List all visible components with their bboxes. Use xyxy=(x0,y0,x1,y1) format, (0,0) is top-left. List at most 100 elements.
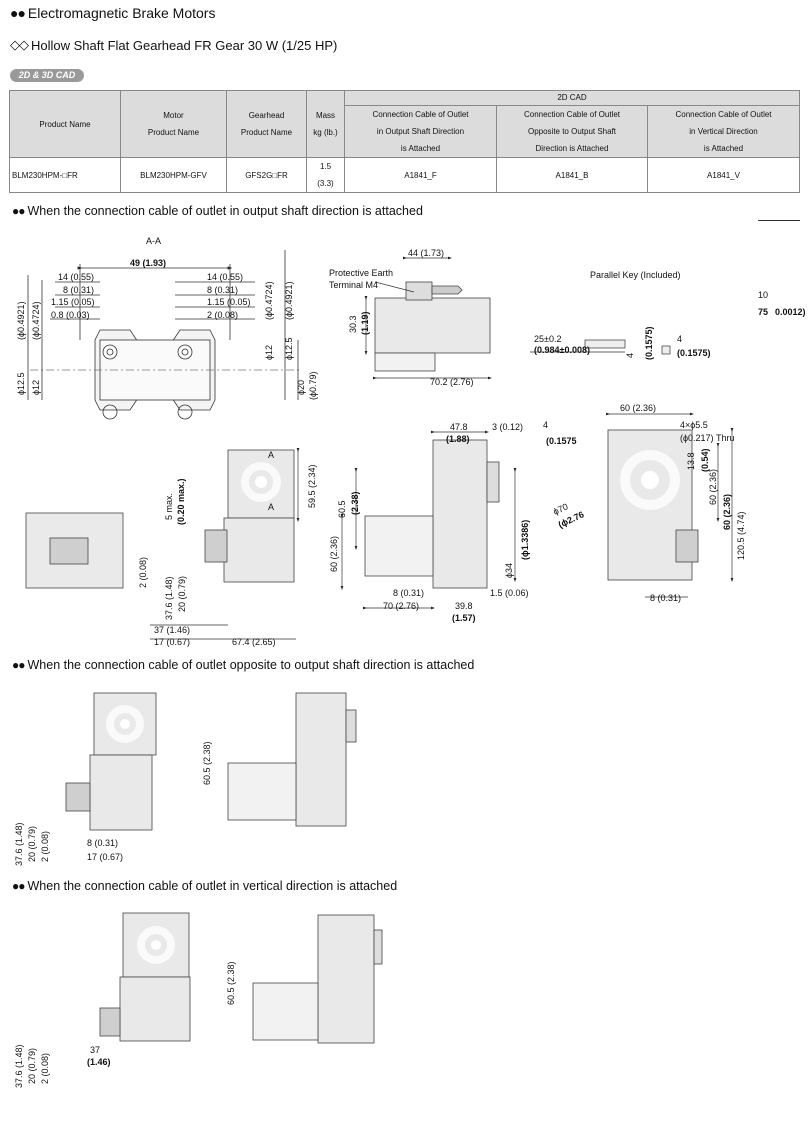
right-front-dims xyxy=(605,412,734,598)
dim-14-left: 14 (0.55) xyxy=(58,272,94,282)
bullet-icon: ●● xyxy=(12,658,25,672)
col-2d-cad: 2D CAD xyxy=(344,90,800,106)
dim-674: 67.4 (2.65) xyxy=(232,637,276,647)
parallel-key-text: Parallel Key (Included) 25±0.2 (0.984±0.… xyxy=(534,270,806,360)
dim-2: 2 (0.08) xyxy=(40,1053,50,1084)
dim-dia125: ϕ12.5 xyxy=(16,372,26,395)
dim-595: 59.5 (2.34) xyxy=(307,464,317,508)
dim-605: 60.5 xyxy=(337,500,347,518)
section-title: When the connection cable of outlet in o… xyxy=(27,204,423,218)
left-view xyxy=(25,512,124,589)
parallel-key-label: Parallel Key (Included) xyxy=(590,270,681,280)
dim-17: 17 (0.67) xyxy=(87,852,123,862)
section-a-top: A xyxy=(268,450,274,460)
dim-5max: 5 max. xyxy=(164,493,174,520)
terminal-label: Terminal M4 xyxy=(329,280,378,290)
dim-17: 17 (0.67) xyxy=(154,637,190,647)
side-view-middle xyxy=(364,439,500,589)
section-title: When the connection cable of outlet oppo… xyxy=(27,658,475,672)
dim-376: 37.6 (1.48) xyxy=(14,822,24,866)
dim-70: 70 (2.76) xyxy=(383,601,419,611)
dim-138: 13.8 xyxy=(686,452,696,470)
protective-earth-label: Protective Earth xyxy=(329,268,393,278)
dim-60h: 60 (2.36) xyxy=(620,403,656,413)
cad-link-opposite[interactable]: A1841_B xyxy=(496,157,648,193)
bullet-icon: ●● xyxy=(12,879,25,893)
dim-20v: 20 (0.79) xyxy=(177,576,187,612)
section-heading-vertical: ●● When the connection cable of outlet i… xyxy=(12,879,397,893)
dim-dia125-r: ϕ12.5 xyxy=(284,337,294,360)
cad-link-output[interactable]: A1841_F xyxy=(344,157,497,193)
dim-376: 37.6 (1.48) xyxy=(14,1044,24,1088)
label: A-A xyxy=(146,236,161,246)
dim-8: 8 (0.31) xyxy=(87,838,118,848)
parallel-key-view xyxy=(530,339,671,355)
divider xyxy=(758,220,800,221)
dim-605: 60.5 (2.38) xyxy=(226,961,236,1005)
dim-054: (0.54) xyxy=(700,448,710,472)
opposite-dims: 60.5 (2.38) 37.6 (1.48) 20 (0.79) 2 (0.0… xyxy=(14,741,212,866)
dim-4-top: 4 xyxy=(543,420,548,430)
side-view-top-dims xyxy=(364,256,493,380)
dim-2: 2 (0.08) xyxy=(40,831,50,862)
section-view-aa: A-A xyxy=(27,236,300,420)
section-heading-output: ●● When the connection cable of outlet i… xyxy=(12,204,423,218)
key-01575: (0.1575) xyxy=(644,326,654,360)
dim-hole-in: (ϕ0.217) Thru xyxy=(680,433,735,443)
dim-020max: (0.20 max.) xyxy=(176,478,186,525)
cell-motor: BLM230HPM-GFV xyxy=(120,157,227,193)
dim-dia12-r: ϕ12 xyxy=(264,345,274,360)
dim-hole: 4×ϕ5.5 xyxy=(680,420,708,430)
dim-14-right: 14 (0.55) xyxy=(207,272,243,282)
dim-60r-in: 60 (2.36) xyxy=(722,494,732,530)
title-text: Electromagnetic Brake Motors xyxy=(27,5,216,21)
section-heading-opposite: ●● When the connection cable of outlet o… xyxy=(12,658,474,672)
dim-37: 37 (1.46) xyxy=(154,625,190,635)
dim-60r: 60 (2.36) xyxy=(708,469,718,505)
dim-115-right: 1.15 (0.05) xyxy=(207,297,251,307)
dim-01575-top: (0.1575 xyxy=(546,436,577,446)
dim-dia4921: (ϕ0.4921) xyxy=(16,301,26,340)
key-0984: (0.984±0.008) xyxy=(534,345,590,355)
key-4: 4 xyxy=(625,353,635,358)
dim-376: 37.6 (1.48) xyxy=(164,576,174,620)
opposite-side-view xyxy=(227,692,357,827)
dim-dia4921-r: (ϕ0.4921) xyxy=(284,281,294,320)
dim-303: 30.3 xyxy=(348,315,358,333)
dim-8-left: 8 (0.31) xyxy=(63,285,94,295)
cad-link-vertical[interactable]: A1841_V xyxy=(647,157,800,193)
dim-3: 3 (0.12) xyxy=(492,422,523,432)
dim-dia079: (ϕ0.79) xyxy=(308,371,318,400)
cell-gearhead: GFS2G□FR xyxy=(226,157,307,193)
dim-146: (1.46) xyxy=(87,1057,111,1067)
subtitle-text: Hollow Shaft Flat Gearhead FR Gear 30 W … xyxy=(31,37,338,53)
dim-20: 20 (0.79) xyxy=(27,1048,37,1084)
dim-49: 49 (1.93) xyxy=(130,258,166,268)
front-view-dims xyxy=(150,447,300,640)
cell-product: BLM230HPM-□FR xyxy=(9,157,121,193)
dim-dia4724-r: (ϕ0.4724) xyxy=(264,281,274,320)
dim-2-right: 2 (0.08) xyxy=(207,310,238,320)
cell-mass: 1.5(3.3) xyxy=(306,157,345,193)
vertical-side-view xyxy=(252,914,383,1044)
dim-8-right-front: 8 (0.31) xyxy=(650,593,681,603)
page-subtitle: ◇◇ Hollow Shaft Flat Gearhead FR Gear 30… xyxy=(10,37,337,53)
dim-8-right: 8 (0.31) xyxy=(207,285,238,295)
dim-dia34: ϕ34 xyxy=(504,563,514,578)
section-a-bottom: A xyxy=(268,502,274,512)
opposite-front-view xyxy=(65,692,157,831)
key-10: 10 xyxy=(758,290,768,300)
dim-115-left: 1.15 (0.05) xyxy=(51,297,95,307)
bullet-icon: ●● xyxy=(12,204,25,218)
cad-badge[interactable]: 2D & 3D CAD xyxy=(10,69,84,82)
side-view-middle-text: 47.8 (1.88) 3 (0.12) 60.5 (2.38) 60 (2.3… xyxy=(329,422,530,623)
dim-119: (1.19) xyxy=(360,311,370,335)
key-0012: 0.0012) xyxy=(775,307,806,317)
dim-08-left: 0.8 (0.03) xyxy=(51,310,90,320)
